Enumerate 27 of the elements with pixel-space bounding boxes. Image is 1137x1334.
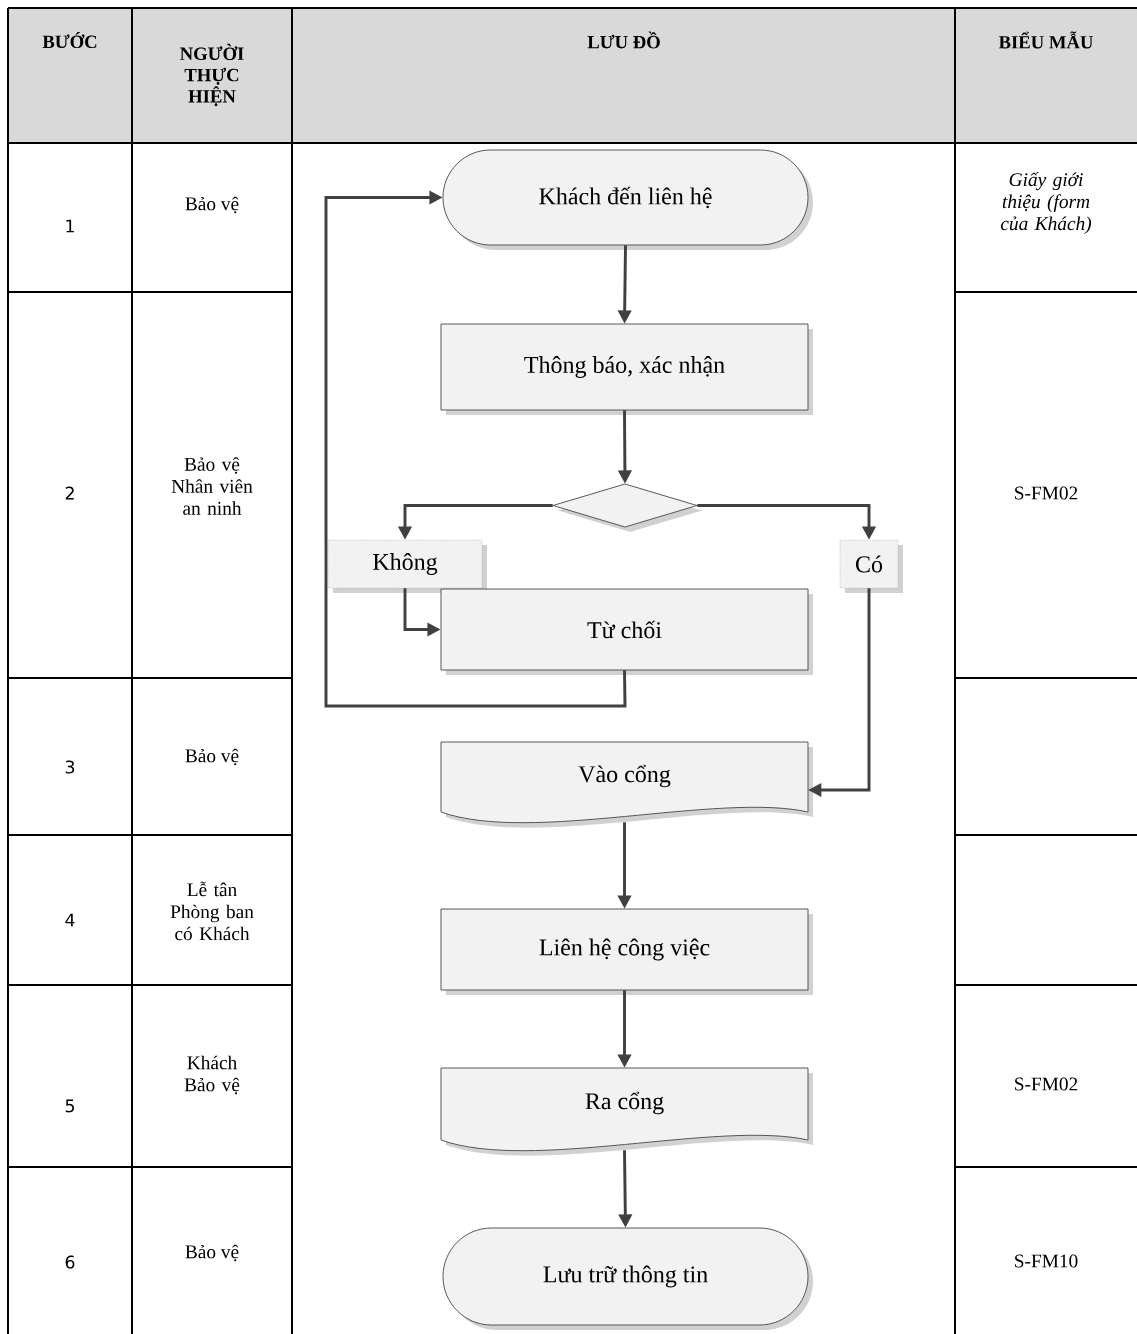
form-code: S-FM10 <box>1015 1254 1078 1268</box>
step-number: 1 <box>66 219 74 233</box>
arrow <box>324 190 627 708</box>
step-number: 5 <box>65 1099 74 1113</box>
role-text: Bảo vệ <box>185 196 239 214</box>
role-text: Bảo vệ <box>185 748 239 766</box>
form-code: S-FM02 <box>1015 1077 1078 1091</box>
step-number: 2 <box>65 486 74 500</box>
branch-label-box: Không <box>327 539 487 593</box>
column-header: LƯU ĐỒ <box>587 31 660 49</box>
role-text: Lễ tân Phòng ban có Khách <box>170 881 254 941</box>
branch-label-box: Có <box>839 539 903 593</box>
process-box: Từ chối <box>440 588 813 675</box>
step-number: 3 <box>65 760 75 774</box>
process-box: Thông báo, xác nhận <box>440 323 813 415</box>
role-text: Khách Bảo vệ <box>184 1055 240 1095</box>
role-text: Bảo vệ <box>185 1244 239 1262</box>
column-header: BƯỚC <box>42 31 97 49</box>
column-header: NGƯỜI THỰC HIỆN <box>180 43 244 107</box>
process-box: Liên hệ công việc <box>440 908 813 995</box>
role-text: Bảo vệ Nhân viên an ninh <box>171 457 253 515</box>
form-code: S-FM02 <box>1015 486 1078 500</box>
column-header: BIỂU MẪU <box>998 31 1093 49</box>
step-number: 4 <box>65 913 75 927</box>
decision-diamond <box>552 483 702 532</box>
step-number: 6 <box>65 1255 75 1269</box>
form-text: Giấy giới thiệu (form của Khách) <box>1000 171 1092 235</box>
